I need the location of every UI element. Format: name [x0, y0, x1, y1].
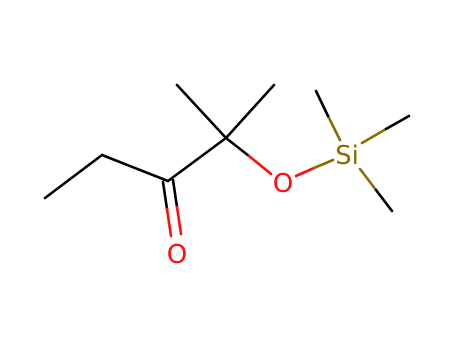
bond-quaternary-c-methyl-1 [175, 83, 228, 140]
bond-silicon-methyl-bottom [358, 167, 394, 213]
bond-carbonyl-c-quaternary-c [166, 136, 228, 183]
bond-ethyl-ch3-ch2 [43, 153, 104, 200]
bond-quaternary-c-ether-o [224, 136, 273, 176]
bond-ch2-carbonyl-c [100, 153, 170, 183]
atom-silicon: Si [335, 141, 359, 171]
bond-silicon-methyl-top [314, 89, 342, 142]
atom-oxygen-carbonyl: O [167, 240, 187, 270]
bond-carbonyl-double [161, 178, 183, 238]
atom-oxygen-ether: O [273, 169, 293, 199]
bond-quaternary-c-methyl-2 [224, 83, 276, 140]
bond-ether-o-silicon [294, 158, 335, 178]
bond-silicon-methyl-right [360, 114, 411, 145]
